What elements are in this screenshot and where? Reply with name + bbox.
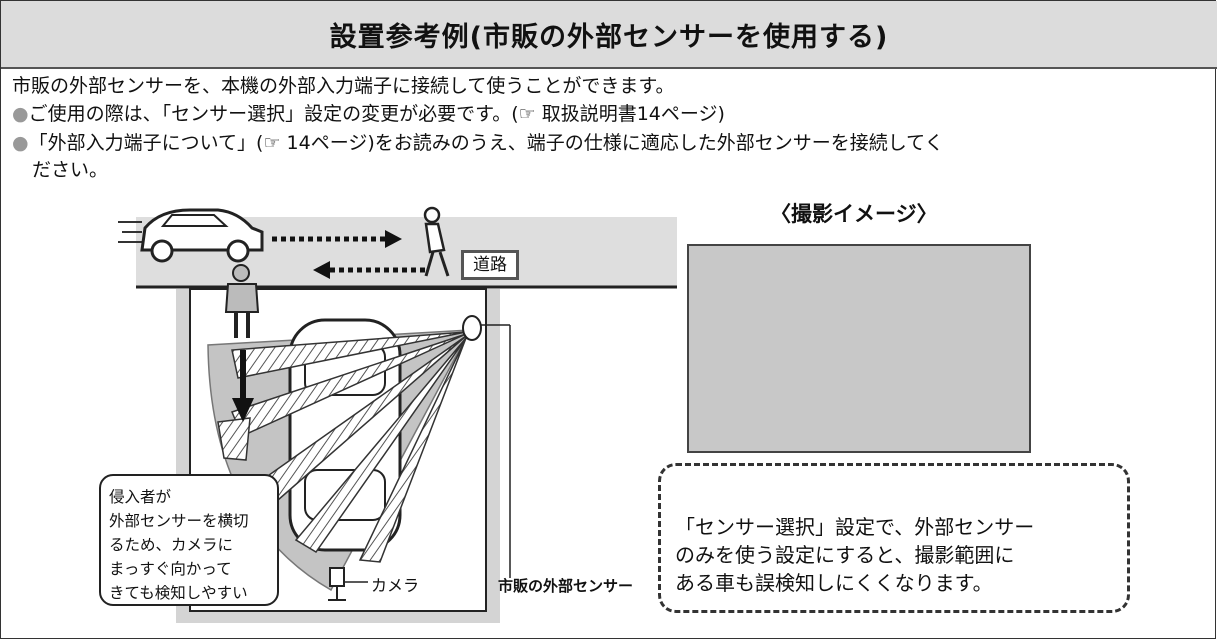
pedestrian-icon [423,206,450,277]
note-line: ある車も誤検知しにくくなります。 [675,571,993,595]
intro-text: 市販の外部センサーを、本機の外部入力端子に接続して使うことができます。 [12,75,675,97]
intruder-callout-box [99,474,279,606]
bullet-item-settings: ●ご使用の際は、「センサー選択」設定の変更が必要です。(☞ 取扱説明書14ページ… [12,102,725,126]
passing-car-icon [118,208,264,263]
bullet-text: ご使用の際は、「センサー選択」設定の変更が必要です。( [28,103,519,125]
camera-label: カメラ [371,576,420,595]
section-title-bar: 設置参考例(市販の外部センサーを使用する) [1,1,1217,69]
bullet-continuation: ださい。 [32,159,109,181]
external-sensor-icon [462,315,511,578]
callout-line: るため、カメラに [109,536,234,554]
image-title: 〈撮影イメージ〉 [770,202,938,226]
note-line: 「センサー選択」設定で、外部センサー [675,515,1035,539]
callout-line: きても検知しやすい [109,584,248,602]
bullet-mark: ● [12,132,29,154]
callout-line: まっすぐ向かって [109,560,232,578]
bullet-mark: ● [12,103,29,125]
camera-icon [328,567,368,601]
reference-icon: ☞ [518,103,536,125]
sensor-beam [294,337,467,554]
section-title: 設置参考例(市販の外部センサーを使用する) [329,21,889,53]
sensor-beam [358,337,467,563]
reference-text: 14ページ)をお読みのうえ、端子の仕様に適応した外部センサーを接続してく [280,132,944,154]
bullet-item-terminal: ●「外部入力端子について」(☞ 14ページ)をお読みのうえ、端子の仕様に適応した… [12,131,944,155]
intruder-path-arrow [232,398,254,422]
sensor-label: 市販の外部センサー [498,577,634,595]
note-line: のみを使う設定にすると、撮影範囲に [675,543,1015,567]
intruder-icon [224,264,260,338]
reference-icon: ☞ [263,132,281,154]
sensor-beam [231,331,467,379]
reference-text: 取扱説明書14ページ) [535,103,725,125]
bullet-text: 「外部入力端子について」( [28,132,264,154]
intruder-callout-text: 侵入者が 外部センサーを横切 るため、カメラに まっすぐ向かって きても検知しや… [109,485,249,605]
note-box [658,463,1130,613]
road-label: 道路 [461,250,519,280]
camera-image-frame [687,244,1031,453]
note-text: 「センサー選択」設定で、外部センサー のみを使う設定にすると、撮影範囲に ある車… [675,513,1034,597]
callout-line: 侵入者が [109,488,172,506]
callout-line: 外部センサーを横切 [109,512,249,530]
